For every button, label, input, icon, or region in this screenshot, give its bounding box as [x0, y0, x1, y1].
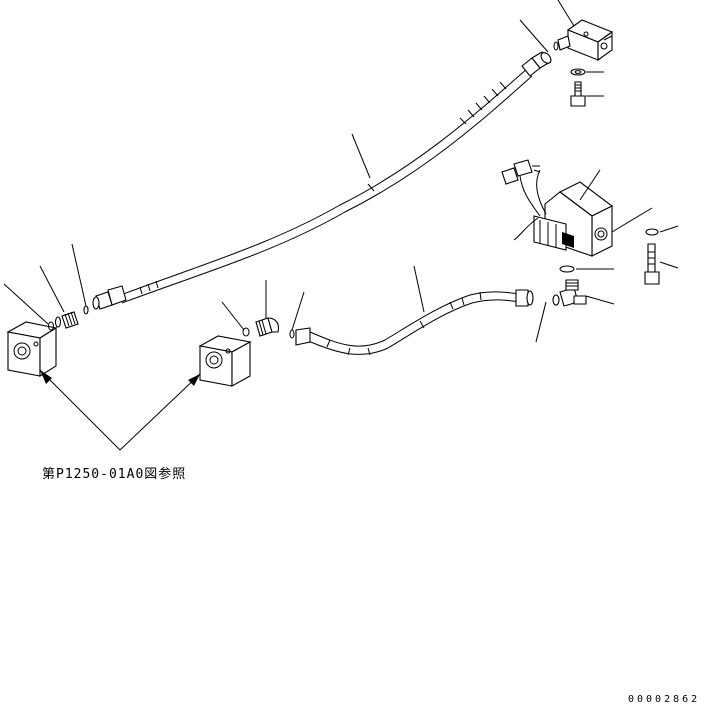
solenoid-valve-assembly — [501, 159, 614, 257]
leader-lines — [3, 0, 679, 343]
straight-fitting — [48, 305, 89, 331]
washer — [570, 68, 586, 76]
upper-right-valve-block — [553, 19, 614, 62]
bolt — [570, 81, 586, 107]
bolt — [644, 243, 660, 285]
center-valve-block — [198, 335, 252, 387]
tee-fitting — [552, 279, 587, 307]
long-hose — [92, 51, 552, 310]
o-ring — [559, 228, 659, 273]
reference-note: 第P1250-01A0図参照 — [42, 467, 187, 482]
left-valve-block — [6, 321, 58, 377]
elbow-fitting — [242, 317, 295, 339]
reference-arrows — [39, 369, 201, 451]
short-hose — [295, 289, 534, 356]
sheet-number: 00002862 — [628, 694, 701, 705]
